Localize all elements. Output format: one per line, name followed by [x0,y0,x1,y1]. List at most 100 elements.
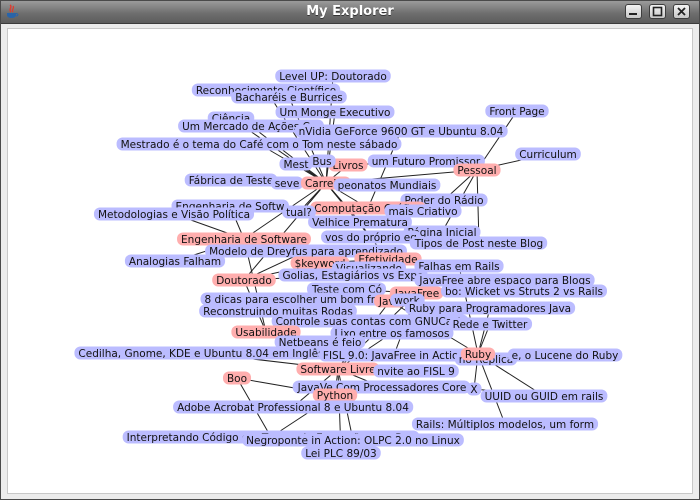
graph-node-category[interactable]: Boo [222,371,252,386]
graph-node-post[interactable]: nVidia GeForce 9600 GT e Ubuntu 8.04 [294,124,508,139]
graph-node-background [409,236,548,250]
graph-node-post[interactable]: Um Mercado de Ações C... [178,119,324,134]
graph-node-label: Fábrica de Teste [189,175,274,187]
graph-node-post[interactable]: nvite ao FISL 9 [373,364,459,379]
graph-node-post[interactable]: Bus [308,154,336,169]
graph-node-background [404,301,576,315]
graph-node-label: Doutorado [216,275,272,287]
graph-node-post[interactable]: Adobe Acrobat Professional 8 e Ubuntu 8.… [173,400,414,415]
graph-node-label: JavaFree abre espaço para Blogs [418,275,590,287]
graph-node-post[interactable]: Ruby para Programadores Java [404,301,576,316]
graph-node-category[interactable]: Software Livre [296,362,380,377]
graph-node-post[interactable]: Mest [279,157,313,172]
graph-node-post[interactable]: Negroponte in Action: OLPC 2.0 no Linux [242,433,464,448]
graph-node-background [296,362,380,376]
graph-node-post[interactable]: um Futuro Promissor [367,154,485,169]
graph-node-background [321,230,421,244]
graph-node-category[interactable]: Usabilidade [231,325,301,340]
graph-node-post[interactable]: Página Inicial [403,225,481,240]
graph-node-label: Netbeans é feio [279,337,362,349]
graph-node-post[interactable]: JavaFree abre espaço para Blogs [414,273,595,288]
minimize-icon [629,13,637,15]
graph-node-category[interactable]: Ruby [460,347,496,362]
graph-node-background [242,433,464,447]
graph-node-post[interactable]: Golias, Estagiários vs Expe [278,268,428,283]
graph-node-background [93,207,255,221]
graph-node-post[interactable]: UUID ou GUID em rails [480,389,608,404]
graph-node-post[interactable]: seve [270,176,304,191]
graph-node-post[interactable]: Controle suas contas com GNUCash [271,314,469,329]
graph-node-background [312,388,358,402]
graph-node-background [414,259,504,273]
graph-node-post[interactable]: Metodologias e Visão Política [93,207,255,222]
graph-node-post[interactable]: Rails: Múltiplos modelos, um form [411,417,599,432]
maximize-icon [652,6,663,17]
graph-node-post[interactable]: Netbeans é feio [274,335,366,350]
graph-node-label: Velhice Prematura [312,217,408,229]
graph-node-post[interactable]: Bacharéis e Burrices [231,90,347,105]
graph-node-label: peonatos Mundiais [338,180,437,192]
graph-node-label: Adobe Acrobat Professional 8 e Ubuntu 8.… [177,402,409,414]
graph-node-post[interactable]: Um Monge Executivo [275,105,395,120]
graph-node-label: Bacharéis e Burrices [235,92,343,104]
graph-node-post[interactable]: Falhas em Rails [414,259,504,274]
graph-node-category[interactable]: Engenharia de Software [177,232,311,247]
graph-node-post[interactable]: Tipos de Post neste Blog [409,236,548,251]
graph-node-post[interactable]: Fábrica de Teste [184,173,278,188]
graph-node-label: Página Inicial [407,227,476,239]
tag-graph[interactable]: Level UP: DoutoradoReconhecimento Cientí… [8,29,693,494]
graph-node-label: Pessoal [457,165,496,177]
graph-node-background [116,137,402,151]
graph-node-post[interactable]: tual? [282,205,316,220]
graph-node-label: Modelo de Dreyfus para aprendizado [209,246,403,258]
graph-node-background [318,348,470,362]
graph-node-post[interactable]: Velhice Prematura [308,215,412,230]
graph-node-post[interactable]: 8 dicas para escolher um bom fra [200,292,386,307]
graph-node-category[interactable]: Pessoal [453,163,501,178]
graph-node-background [199,304,357,318]
graph-node-post[interactable]: bo: Wicket vs Struts 2 vs Rails [441,284,607,299]
graph-node-post[interactable]: X [466,382,482,397]
graph-node-label: Golias, Estagiários vs Expe [282,270,423,282]
graph-node-category[interactable]: Python [312,388,358,403]
graph-node-label: Engenharia de Software [181,234,307,246]
graph-node-category[interactable]: Livros [328,158,368,173]
graph-node-background [274,335,366,349]
graph-node-post[interactable]: FISL 9.0: JavaFree in Action [318,348,470,363]
graph-node-background [460,347,496,361]
minimize-button[interactable] [625,4,642,19]
graph-node-background [177,232,311,246]
graph-node-post[interactable]: Front Page [485,104,549,119]
graph-node-post[interactable]: Mestrado é o tema do Café com o Tom nest… [116,137,402,152]
maximize-button[interactable] [649,4,666,19]
graph-node-label: bo: Wicket vs Struts 2 vs Rails [445,286,603,298]
graph-node-label: vos do próprio eg [325,232,417,244]
graph-node-post[interactable]: Cedilha, Gnome, KDE e Ubuntu 8.04 em Ing… [74,346,328,361]
graph-node-post[interactable]: peonatos Mundiais [333,178,441,193]
graph-node-post[interactable]: vos do próprio eg [321,230,421,245]
graph-node-label: UUID ou GUID em rails [485,391,604,403]
graph-node-background [282,205,316,219]
graph-node-label: Rede e Twitter [453,319,528,331]
graph-node-background [173,400,414,414]
close-button[interactable] [673,4,690,19]
graph-node-background [448,317,533,331]
graph-node-label: Level UP: Doutorado [279,71,387,83]
graph-node-post[interactable]: Rede e Twitter [448,317,533,332]
graph-node-label: Rails: Múltiplos modelos, um form [416,419,594,431]
graph-node-post[interactable]: mais Criativo [384,204,462,219]
graph-canvas[interactable]: Level UP: DoutoradoReconhecimento Cientí… [7,28,693,494]
graph-node-post[interactable]: Lei PLC 89/03 [301,446,381,461]
graph-node-post[interactable]: Analogias Falham [124,254,226,269]
graph-node-post[interactable]: Curriculum [515,147,581,162]
graph-node-label: Software Livre [300,364,375,376]
graph-node-post[interactable]: e, o Lucene do Ruby [507,348,623,363]
graph-node-label: Livros [333,160,364,172]
graph-node-label: e, o Lucene do Ruby [512,350,619,362]
title-bar[interactable]: My Explorer [1,1,699,24]
graph-node-background [222,371,252,385]
graph-node-post[interactable]: Level UP: Doutorado [275,69,391,84]
graph-node-label: Um Mercado de Ações C... [182,121,320,133]
graph-node-category[interactable]: Doutorado [212,273,276,288]
